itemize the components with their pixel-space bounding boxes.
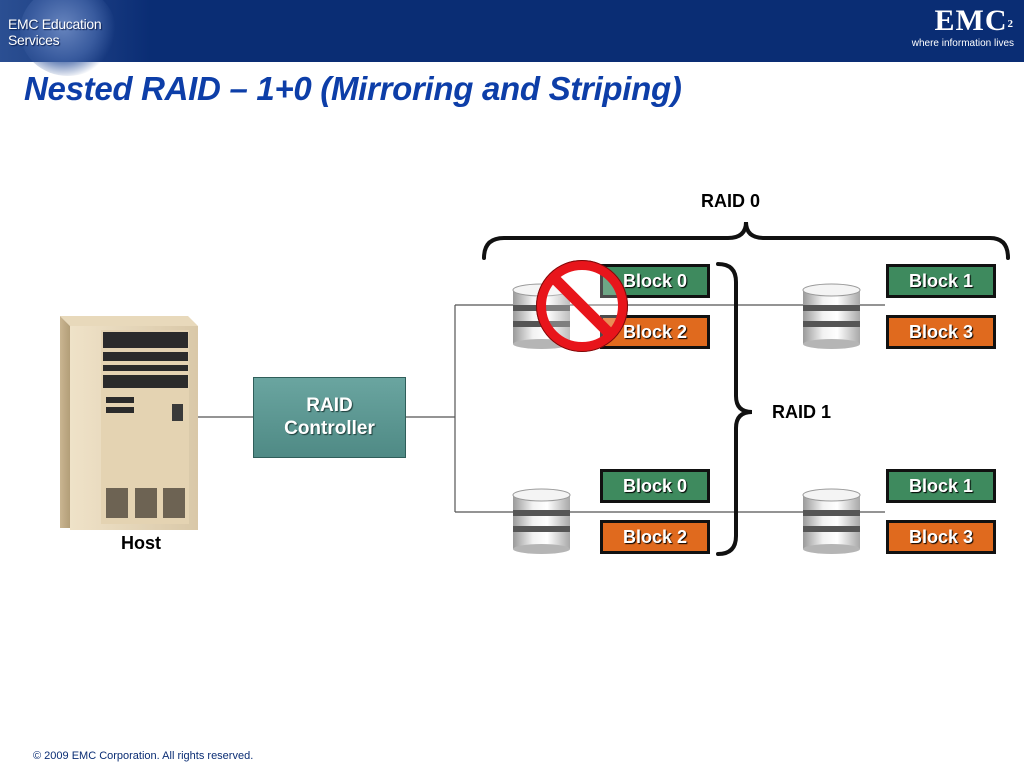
logo-word: EMC xyxy=(934,4,1008,37)
prohibition-icon xyxy=(536,260,628,352)
disk-4 xyxy=(802,488,861,554)
raid1-brace xyxy=(716,262,753,556)
header-bar: EMC Education Services EMC2 where inform… xyxy=(0,0,1024,76)
controller-label-line-1: RAID xyxy=(306,395,353,416)
host-server-icon xyxy=(60,316,198,530)
copyright-footer: © 2009 EMC Corporation. All rights reser… xyxy=(33,750,254,762)
education-services-label: EMC Education Services xyxy=(8,16,102,48)
education-services-banner: EMC Education Services xyxy=(0,0,150,76)
disk-2-block-3: Block 3 xyxy=(886,315,996,349)
disk-2-block-1: Block 1 xyxy=(886,264,996,298)
disk-4-block-1: Block 1 xyxy=(886,469,996,503)
raid-controller: RAID Controller xyxy=(253,377,406,458)
disk-2 xyxy=(802,283,861,349)
logo-superscript: 2 xyxy=(1007,18,1014,30)
globe-icon xyxy=(20,0,116,76)
raid0-label: RAID 0 xyxy=(701,191,761,211)
logo-tagline: where information lives xyxy=(911,38,1014,49)
disk-3 xyxy=(512,488,571,554)
emc-logo: EMC2 where information lives xyxy=(912,4,1014,50)
slide-title: Nested RAID – 1+0 (Mirroring and Stripin… xyxy=(24,70,682,107)
raid1-label: RAID 1 xyxy=(772,402,832,422)
disk-3-block-2: Block 2 xyxy=(600,520,710,554)
disk-4-block-3: Block 3 xyxy=(886,520,996,554)
raid0-brace xyxy=(482,221,1010,260)
controller-label-line-2: Controller xyxy=(284,418,375,439)
host-label: Host xyxy=(121,533,161,553)
disk-3-block-0: Block 0 xyxy=(600,469,710,503)
